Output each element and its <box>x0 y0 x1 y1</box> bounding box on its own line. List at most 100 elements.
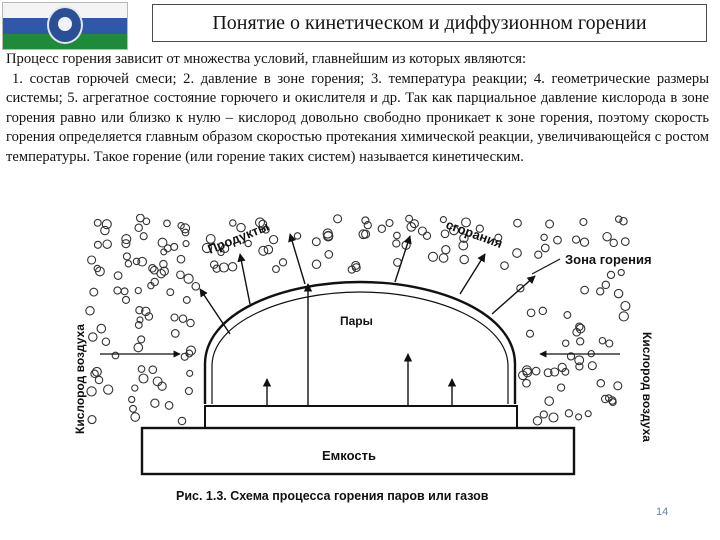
oxygen-molecule <box>131 384 139 392</box>
oxygen-molecule <box>87 255 97 265</box>
oxygen-molecule <box>186 318 195 328</box>
oxygen-molecule <box>139 232 148 241</box>
oxygen-molecule <box>122 252 131 261</box>
oxygen-molecule <box>580 285 589 295</box>
oxygen-molecule <box>134 286 142 295</box>
oxygen-molecule <box>120 287 129 296</box>
oxygen-molecule <box>358 229 369 240</box>
oxygen-molecule <box>170 242 179 251</box>
oxygen-molecule <box>94 266 105 277</box>
oxygen-molecule <box>393 231 401 240</box>
oxygen-molecule <box>159 266 169 276</box>
combustion-zone-inner <box>211 291 509 404</box>
oxygen-molecule <box>363 221 372 230</box>
oxygen-molecule <box>620 300 631 312</box>
oxygen-molecule <box>422 231 432 240</box>
oxygen-molecule <box>550 367 560 377</box>
oxygen-molecule <box>181 228 190 237</box>
oxygen-molecule <box>93 240 102 249</box>
vapor-layer <box>204 405 518 429</box>
slide-title: Понятие о кинетическом и диффузионном го… <box>152 4 707 42</box>
oxygen-molecule <box>575 322 584 332</box>
oxygen-molecule <box>417 226 427 236</box>
oxygen-molecule <box>500 261 509 270</box>
oxygen-molecule <box>191 281 201 291</box>
oxygen-molecule <box>575 413 583 421</box>
oxygen-molecule <box>361 216 370 225</box>
oxygen-molecule <box>617 268 625 277</box>
oxygen-molecule <box>361 229 371 239</box>
oxygen-molecule <box>516 284 525 293</box>
oxygen-molecule <box>182 296 191 304</box>
oxygen-molecule <box>427 251 439 262</box>
oxygen-molecule <box>163 219 171 228</box>
oxygen-molecule <box>132 257 141 266</box>
label-air-left: Кислород воздуха <box>73 324 87 434</box>
oxygen-molecule <box>86 386 97 397</box>
oxygen-molecule <box>556 383 566 392</box>
oxygen-molecule <box>598 336 607 345</box>
oxygen-molecule <box>613 381 623 391</box>
oxygen-molecule <box>229 219 237 227</box>
oxygen-molecule <box>584 410 592 418</box>
oxygen-molecule <box>602 231 612 242</box>
oxygen-molecule <box>609 238 618 248</box>
oxygen-molecule <box>166 288 175 297</box>
oxygen-molecule <box>150 277 159 287</box>
oxygen-molecule <box>561 339 570 347</box>
oxygen-molecule <box>525 329 535 338</box>
oxygen-molecule <box>579 217 588 227</box>
oxygen-molecule <box>94 375 104 385</box>
oxygen-molecule <box>90 369 99 379</box>
oxygen-molecule <box>157 237 168 248</box>
oxygen-molecule <box>293 232 302 240</box>
oxygen-molecule <box>185 345 197 356</box>
combustion-diagram: Продукты сгорания Зона горения Пары Кисл… <box>73 214 654 503</box>
oxygen-molecule <box>101 337 111 346</box>
oxygen-molecule <box>180 352 189 361</box>
oxygen-molecule <box>93 264 102 273</box>
oxygen-molecule <box>178 314 188 323</box>
oxygen-molecule <box>93 218 102 227</box>
oxygen-molecule <box>323 230 334 241</box>
oxygen-molecule <box>177 222 185 230</box>
oxygen-molecule <box>144 312 154 321</box>
oxygen-molecule <box>135 214 145 223</box>
oxygen-molecule <box>121 239 131 249</box>
oxygen-molecule <box>111 351 120 360</box>
oxygen-molecule <box>272 265 280 274</box>
oxygen-molecule <box>614 215 623 223</box>
oxygen-molecules <box>85 214 631 426</box>
oxygen-molecule <box>620 237 630 246</box>
oxygen-molecule <box>85 306 95 316</box>
oxygen-molecule <box>494 233 503 242</box>
figure-caption: Рис. 1.3. Схема процесса горения паров и… <box>176 489 489 503</box>
oxygen-molecule <box>268 234 279 245</box>
main-paragraph: 1. состав горючей смеси; 2. давление в з… <box>6 70 709 165</box>
oxygen-molecule <box>311 237 321 247</box>
oxygen-molecule <box>553 235 562 245</box>
tank <box>140 426 576 476</box>
oxygen-molecule <box>406 222 417 232</box>
oxygen-molecule <box>135 306 144 315</box>
oxygen-molecule <box>438 253 449 263</box>
oxygen-molecule <box>441 245 451 255</box>
oxygen-molecule <box>141 306 151 317</box>
oxygen-molecule <box>548 412 559 423</box>
oxygen-molecule <box>209 260 219 269</box>
oxygen-molecule <box>512 248 522 258</box>
oxygen-molecule <box>149 265 159 275</box>
oxygen-molecule <box>448 225 459 236</box>
label-vapors: Пары <box>340 314 373 328</box>
oxygen-molecule <box>184 386 193 396</box>
oxygen-molecule <box>156 268 166 279</box>
oxygen-molecule <box>543 368 553 378</box>
oxygen-molecule <box>134 223 143 233</box>
oxygen-molecule <box>148 264 157 273</box>
oxygen-molecule <box>392 239 401 248</box>
oxygen-molecule <box>564 409 574 418</box>
oxygen-molecule <box>121 234 132 245</box>
oxygen-molecule <box>576 337 585 346</box>
oxygen-molecule <box>113 286 122 295</box>
oxygen-molecule <box>540 233 548 242</box>
